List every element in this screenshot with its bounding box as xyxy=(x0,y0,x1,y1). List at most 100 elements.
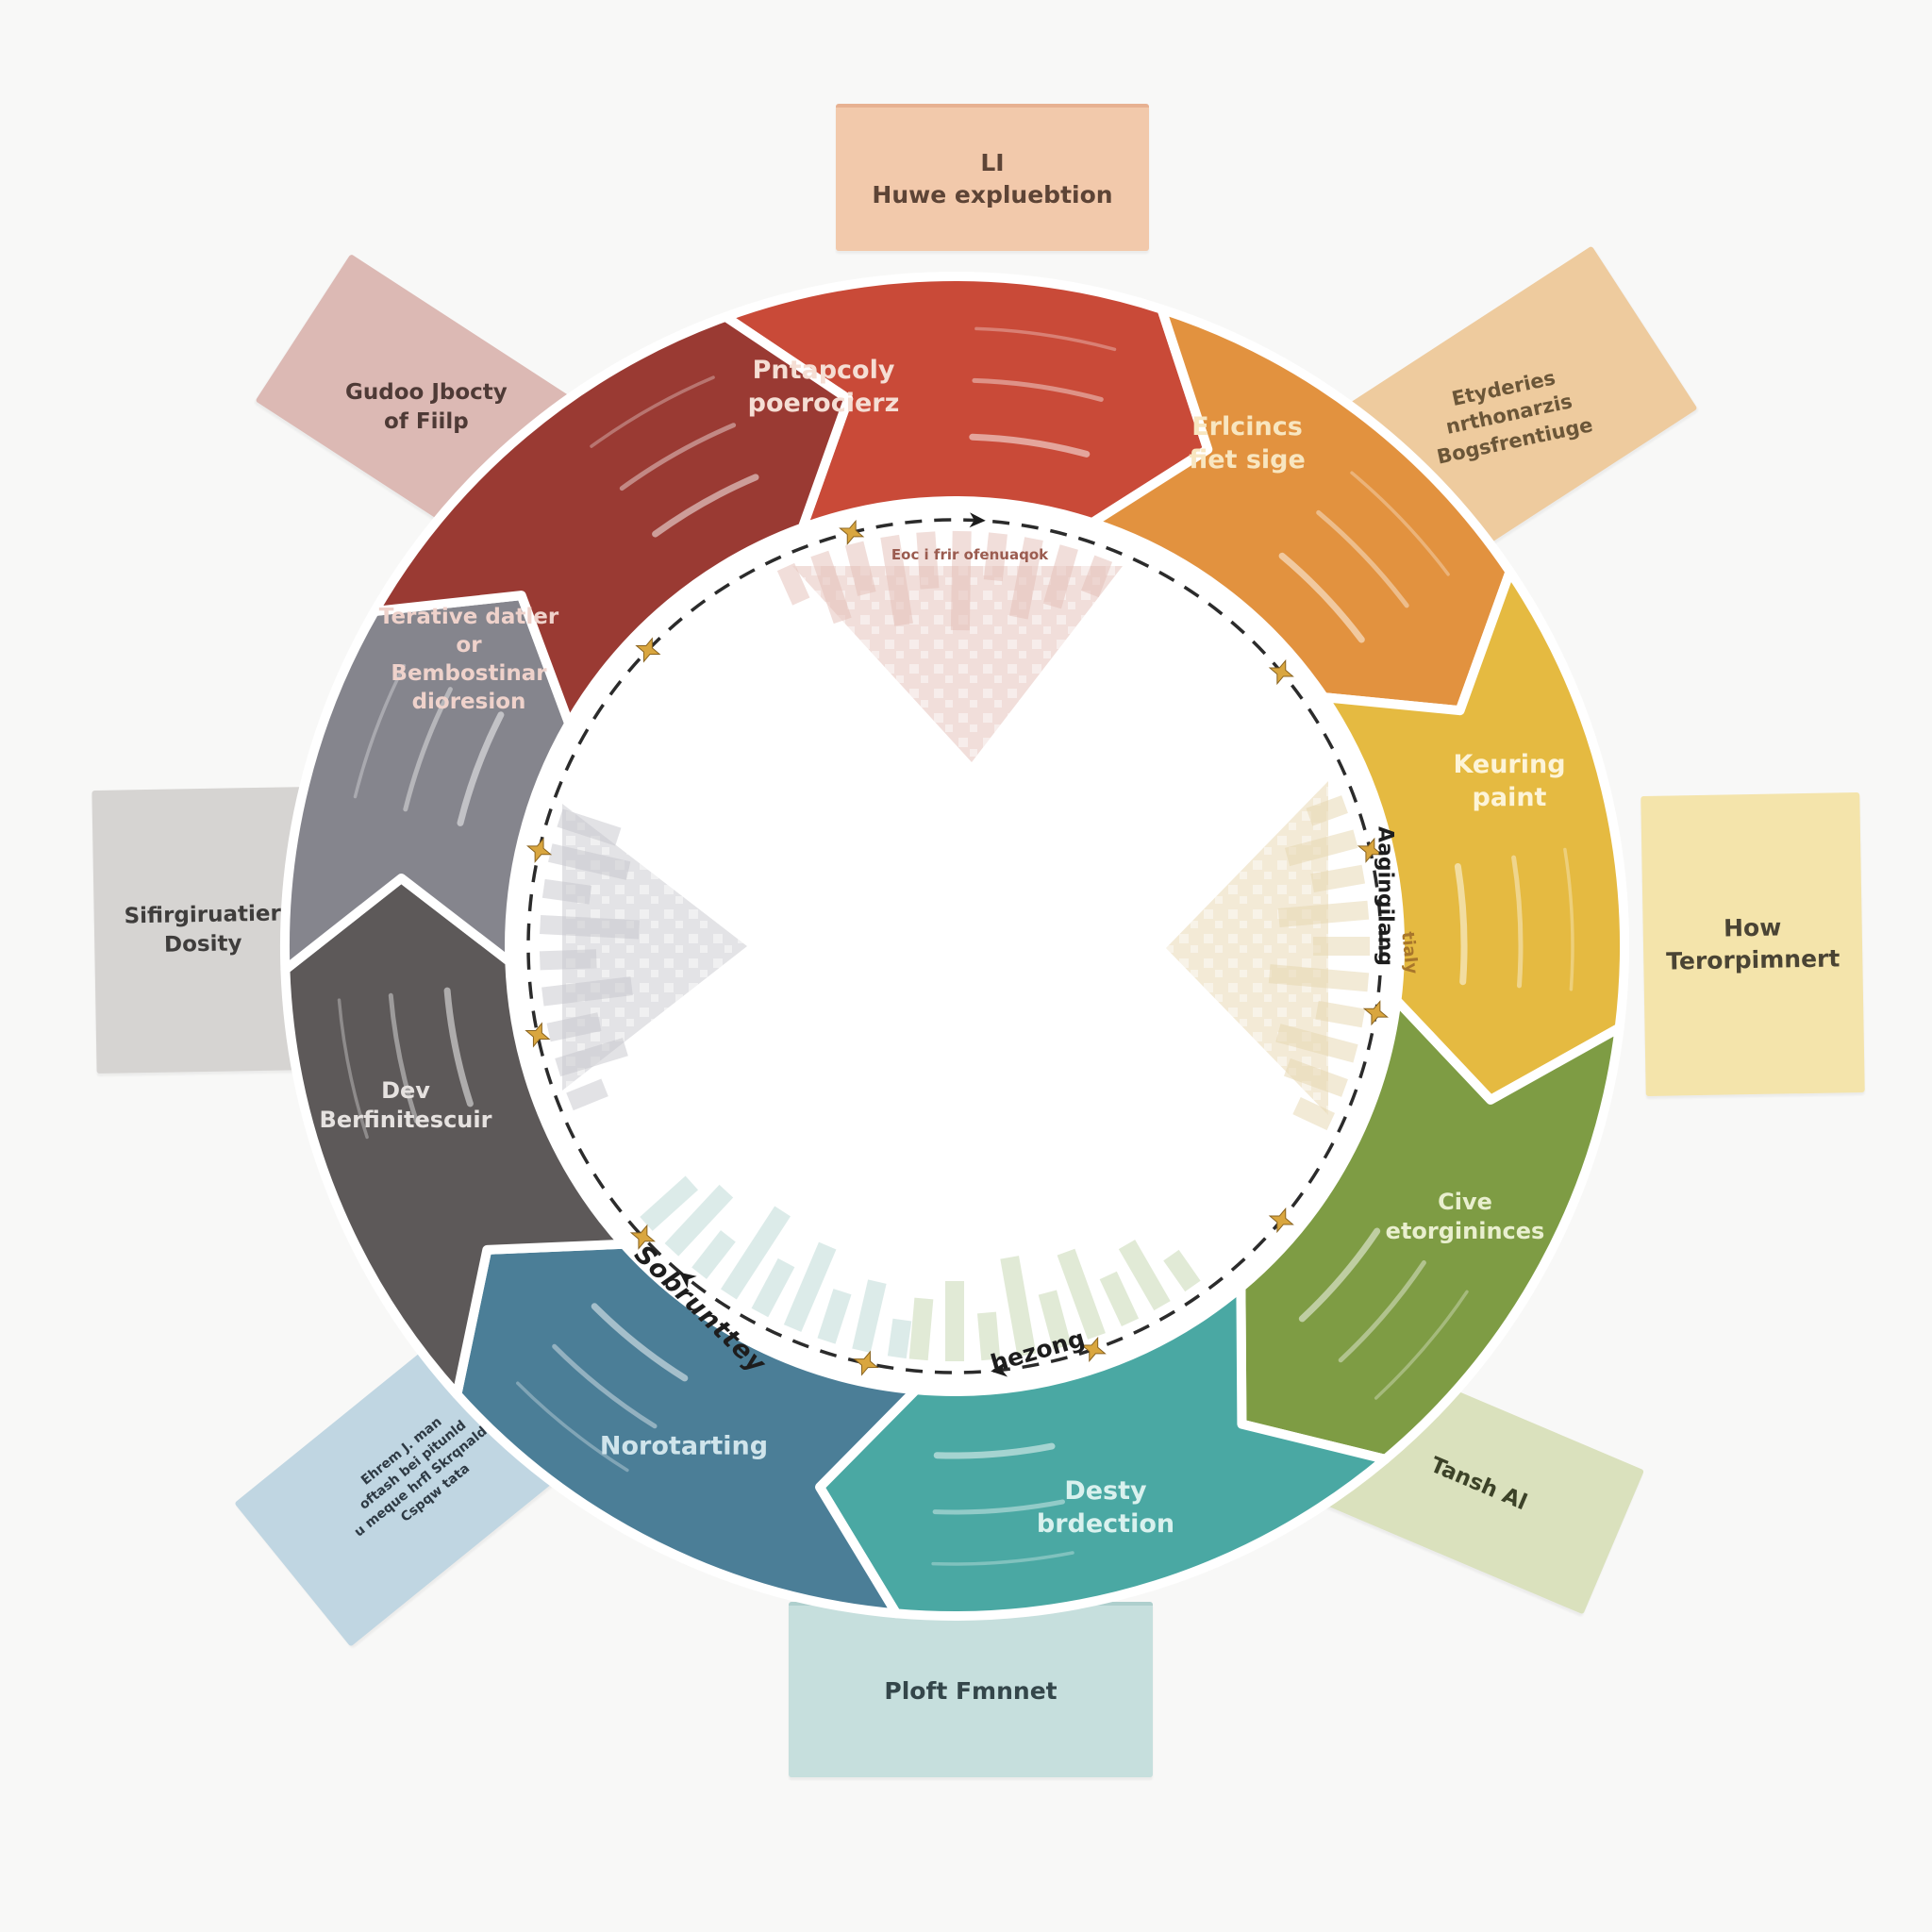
swoosh-decoration xyxy=(1316,509,1409,608)
compass-star-icon xyxy=(635,637,661,663)
skyline-right-bar xyxy=(1310,864,1366,892)
swoosh-decoration xyxy=(974,326,1117,352)
skyline-right-bar xyxy=(1306,795,1348,826)
skyline-left-bar xyxy=(546,1012,602,1042)
swoosh-decoration xyxy=(932,1499,1065,1515)
skyline-bottom-left-bar xyxy=(887,1318,912,1359)
compass-star-icon xyxy=(1080,1336,1107,1362)
ring-text-right-vertical: Aagingilang xyxy=(1373,826,1397,966)
segment-label-line: Erlcincs xyxy=(1191,411,1303,441)
skyline-bottom-left-bar xyxy=(691,1230,736,1279)
swoosh-decoration xyxy=(969,433,1091,458)
skyline-top-bar xyxy=(950,530,972,631)
skyline-bottom-right-bar xyxy=(1038,1290,1072,1350)
swoosh-decoration xyxy=(353,663,407,799)
segment-label-line: Cive xyxy=(1438,1188,1492,1215)
skyline-right-bar xyxy=(1268,964,1370,992)
segment-label-line: Bembostinar xyxy=(391,661,547,686)
swoosh-decoration xyxy=(388,992,419,1124)
skyline-bottom-left-bar xyxy=(721,1206,791,1300)
compass-star-icon xyxy=(853,1350,879,1376)
skyline-left-bar xyxy=(548,843,631,880)
segment-label-orange: Erlcincs fiet sige xyxy=(1189,410,1306,476)
swoosh-decoration xyxy=(1511,855,1524,989)
skyline-bottom-left-bar xyxy=(664,1184,734,1257)
card-bottom-text: Ploft Fmnnet xyxy=(884,1675,1057,1707)
compass-star-icon xyxy=(629,1224,656,1250)
segment-label-line: or xyxy=(456,633,482,658)
skyline-top-bar xyxy=(983,532,1008,582)
skyline-top-bar xyxy=(844,541,876,596)
skyline-left-bar xyxy=(557,808,622,846)
skyline-bottom-left-bar xyxy=(640,1175,698,1231)
swoosh-decoration xyxy=(652,474,759,538)
skyline-bottom-left-bar xyxy=(817,1289,852,1344)
top-pink-wedge-texture xyxy=(792,566,1123,762)
swoosh-decoration xyxy=(443,987,474,1108)
swoosh-decoration xyxy=(1278,552,1365,643)
skyline-right-bar xyxy=(1292,1097,1336,1131)
swoosh-decoration xyxy=(1374,1290,1469,1400)
segment-label-line: Dev xyxy=(381,1076,430,1104)
segment-label-line: dioresion xyxy=(411,689,526,714)
ring-text-top-inner: Eoc i frir ofenuaqok xyxy=(891,546,1049,563)
swoosh-decoration xyxy=(972,377,1104,402)
swoosh-decoration xyxy=(1563,847,1574,991)
segment-label-line: Keuring xyxy=(1453,749,1566,779)
compass-star-icon xyxy=(1357,837,1383,863)
skyline-top-bar xyxy=(1008,537,1043,620)
skyline-top-bar xyxy=(1081,555,1113,598)
skyline-right-bar xyxy=(1283,1058,1348,1097)
skyline-bottom-left-bar xyxy=(783,1241,837,1332)
swoosh-decoration xyxy=(619,423,737,491)
skyline-top-bar xyxy=(880,534,913,626)
segment-label-line: paint xyxy=(1472,783,1547,812)
compass-star-icon xyxy=(1268,658,1294,686)
plane-icon xyxy=(679,1272,697,1289)
segment-label-steelblue: Norotarting xyxy=(600,1429,768,1462)
skyline-bottom-left-bar xyxy=(852,1279,887,1353)
skyline-right-bar xyxy=(1284,829,1358,867)
segment-label-line: Pntapcoly xyxy=(752,355,895,385)
segment-label-line: brdection xyxy=(1036,1509,1175,1539)
skyline-right-bar xyxy=(1277,900,1370,927)
segment-label-line: Desty xyxy=(1064,1475,1147,1506)
skyline-right-bar xyxy=(1313,937,1370,956)
compass-star-icon xyxy=(1268,1207,1294,1234)
skyline-top-bar xyxy=(1042,544,1078,609)
card-top-text: LI Huwe expluebtion xyxy=(872,147,1112,211)
segment-label-teal: Desty brdection xyxy=(1037,1474,1174,1541)
segment-label-line: fiet sige xyxy=(1189,445,1306,475)
compass-star-icon xyxy=(839,519,865,545)
skyline-left-bar xyxy=(541,976,633,1007)
segment-label-line: poerocierz xyxy=(747,389,900,418)
skyline-left-bar xyxy=(555,1038,628,1077)
segment-label-darkgray: Dev Berfinitescuir xyxy=(320,1076,492,1135)
segment-label-line: Terative datler xyxy=(378,605,559,630)
swoosh-decoration xyxy=(1454,863,1468,986)
segment-label-yellow: Keuring paint xyxy=(1453,748,1565,814)
skyline-bottom-right-bar xyxy=(908,1297,934,1361)
compass-star-icon xyxy=(526,837,553,863)
swoosh-decoration xyxy=(933,1442,1056,1459)
card-top: LI Huwe expluebtion xyxy=(836,104,1149,251)
skyline-bottom-right-bar xyxy=(1000,1256,1037,1357)
swoosh-decoration xyxy=(931,1551,1074,1566)
swoosh-decoration xyxy=(337,998,369,1140)
plane-icon xyxy=(991,1361,1008,1377)
segment-label-maroon: Terative datler or Bembostinar dioresion xyxy=(379,604,558,717)
card-bottom-line-1: Ploft Fmnnet xyxy=(884,1677,1058,1706)
plane-icon xyxy=(969,512,986,528)
inner-decorations xyxy=(539,530,1370,1361)
swoosh-decoration xyxy=(457,711,505,826)
segment-label-line: etorgininces xyxy=(1385,1218,1545,1244)
skyline-right-bar xyxy=(1315,1000,1366,1028)
swoosh-decoration xyxy=(1298,1227,1381,1323)
skyline-right-bar xyxy=(1275,1024,1358,1063)
card-top-line-1: LI xyxy=(980,149,1005,177)
segment-label-green: Cive etorgininces xyxy=(1386,1188,1545,1246)
segment-label-line: Berfinitescuir xyxy=(319,1107,492,1133)
skyline-top-bar xyxy=(916,531,940,590)
